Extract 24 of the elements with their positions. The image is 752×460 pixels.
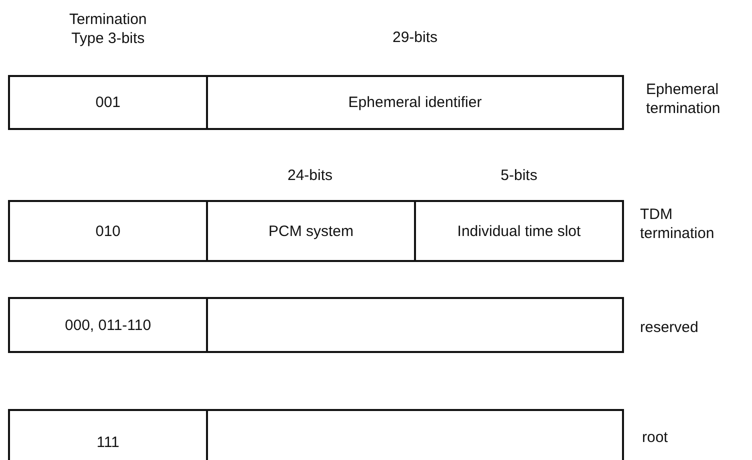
bit-width-label: 24-bits [286, 166, 334, 185]
bit-width-label: 5-bits [500, 166, 538, 185]
bit-field-box [414, 200, 624, 262]
bit-field-box [206, 297, 624, 353]
termination-kind-label: root [642, 428, 669, 447]
bit-field-box [206, 200, 416, 262]
field-value: 000, 011-110 [64, 316, 152, 334]
field-value: 111 [96, 432, 120, 452]
field-value: Ephemeral identifier [348, 93, 482, 112]
bit-field-box [8, 297, 208, 353]
termination-kind-label: reserved [640, 318, 700, 337]
termination-kind-label: Ephemeral termination [646, 80, 722, 118]
bit-field-box [8, 200, 208, 262]
bit-field-box [8, 409, 208, 460]
field-value: 001 [95, 93, 121, 112]
bit-field-box [206, 409, 624, 460]
termination-kind-label: TDM termination [640, 205, 716, 243]
bit-field-box [206, 75, 624, 130]
bit-width-label: 29-bits [391, 28, 439, 47]
field-value: PCM system [268, 222, 354, 240]
field-value: Individual time slot [457, 222, 581, 240]
field-value: 010 [95, 222, 121, 240]
bit-field-box [8, 75, 208, 130]
termination-type-heading: Termination Type 3-bits [68, 10, 148, 48]
